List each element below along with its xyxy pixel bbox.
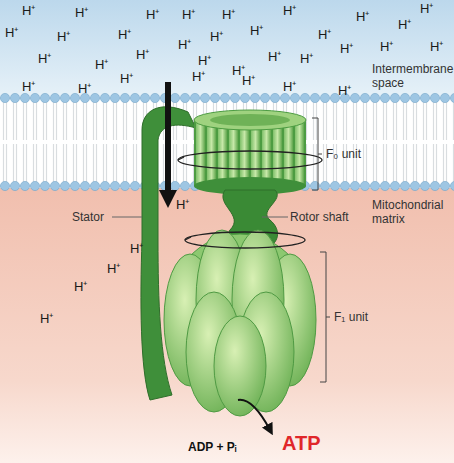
proton-label: H⁺ [120,72,133,86]
product-label: ATP [282,436,321,450]
proton-label: H⁺ [420,2,433,16]
proton-label: H⁺ [340,42,353,56]
proton-label: H⁺ [176,198,189,212]
proton-label: H⁺ [5,26,18,40]
proton-label: H⁺ [146,8,159,22]
proton-label: H⁺ [283,4,296,18]
part-label: Mitochondrial matrix [372,198,452,226]
proton-label: H⁺ [300,52,313,66]
proton-label: H⁺ [22,4,35,18]
proton-label: H⁺ [283,80,296,94]
part-label: Stator [72,210,104,224]
proton-label: H⁺ [78,82,91,96]
part-label: F₁ unit [334,310,368,324]
proton-label: H⁺ [222,8,235,22]
proton-label: H⁺ [75,6,88,20]
proton-label: H⁺ [338,84,351,98]
proton-label: H⁺ [107,262,120,276]
proton-label: H⁺ [268,50,281,64]
proton-label: H⁺ [22,80,35,94]
part-label: F₀ unit [326,147,361,161]
proton-label: H⁺ [380,40,393,54]
proton-label: H⁺ [250,24,263,38]
part-label: Intermembrane space [372,62,452,90]
substrate-label: ADP + Pᵢ [188,440,237,454]
proton-label: H⁺ [74,280,87,294]
proton-label: H⁺ [356,10,369,24]
proton-label: H⁺ [95,58,108,72]
proton-label: H⁺ [136,48,149,62]
proton-label: H⁺ [430,40,443,54]
part-label: Rotor shaft [290,210,349,224]
proton-label: H⁺ [118,28,131,42]
proton-label: H⁺ [242,74,255,88]
proton-label: H⁺ [130,242,143,256]
proton-label: H⁺ [40,312,53,326]
proton-label: H⁺ [182,8,195,22]
proton-label: H⁺ [398,18,411,32]
proton-label: H⁺ [198,54,211,68]
proton-label: H⁺ [318,28,331,42]
proton-label: H⁺ [192,70,205,84]
proton-label: H⁺ [57,30,70,44]
proton-label: H⁺ [178,38,191,52]
proton-label: H⁺ [38,52,51,66]
proton-label: H⁺ [210,30,223,44]
